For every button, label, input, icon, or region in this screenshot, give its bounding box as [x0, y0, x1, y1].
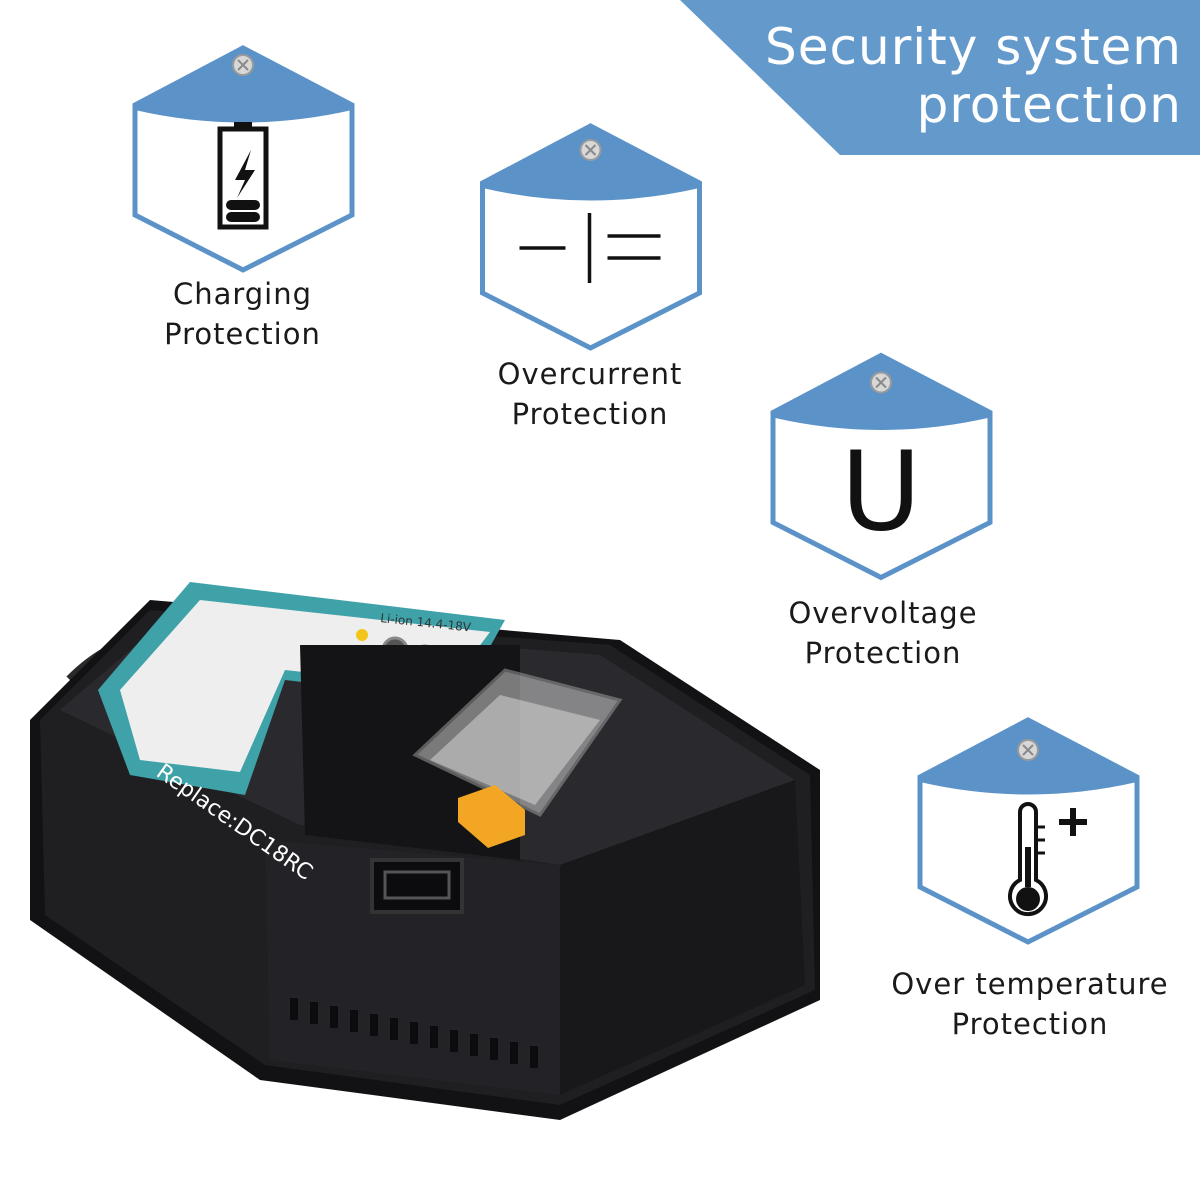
feature-overvoltage-protection: U Overvoltage Protection: [768, 345, 998, 675]
banner-shape: [680, 0, 1200, 155]
hexagon-badge: U: [770, 352, 993, 581]
feature-label: Overcurrent Protection: [475, 354, 705, 434]
hexagon-badge: [480, 123, 702, 351]
feature-label: Charging Protection: [130, 274, 355, 354]
banner-title-line1: Security system: [765, 18, 1182, 76]
feature-overcurrent-protection: Overcurrent Protection: [475, 118, 710, 438]
battery-charging-icon: [217, 122, 269, 230]
battery-charger-image: Replace:DC18RC Li-ion 14.4-18V: [0, 560, 880, 1204]
feature-label-line2: Protection: [511, 397, 669, 431]
banner-title: Security system protection: [765, 18, 1182, 134]
title-banner: Security system protection: [0, 0, 1200, 160]
feature-label: Overvoltage Protection: [768, 593, 998, 673]
feature-label-line1: Charging: [172, 277, 313, 311]
hexagon-badge: [917, 717, 1140, 945]
feature-label: Over temperature Protection: [875, 964, 1185, 1044]
voltage-u-icon: U: [841, 428, 922, 556]
feature-charging-protection: Charging Protection: [130, 40, 360, 360]
feature-over-temperature-protection: Over temperature Protection: [891, 712, 1168, 1042]
feature-label-line1: Overvoltage: [788, 596, 978, 630]
banner-title-line2: protection: [916, 76, 1182, 134]
thermometer-plus-icon: [1008, 802, 1087, 917]
feature-label-line2: Protection: [951, 1007, 1109, 1041]
overcurrent-icon: [519, 213, 661, 283]
charger-illustration: Replace:DC18RC Li-ion 14.4-18V: [30, 582, 820, 1120]
feature-label-line2: Protection: [164, 317, 321, 351]
feature-label-line1: Over temperature: [891, 967, 1169, 1001]
hexagon-badge: [132, 45, 355, 273]
feature-label-line2: Protection: [804, 636, 962, 670]
feature-label-line1: Overcurrent: [497, 357, 683, 391]
